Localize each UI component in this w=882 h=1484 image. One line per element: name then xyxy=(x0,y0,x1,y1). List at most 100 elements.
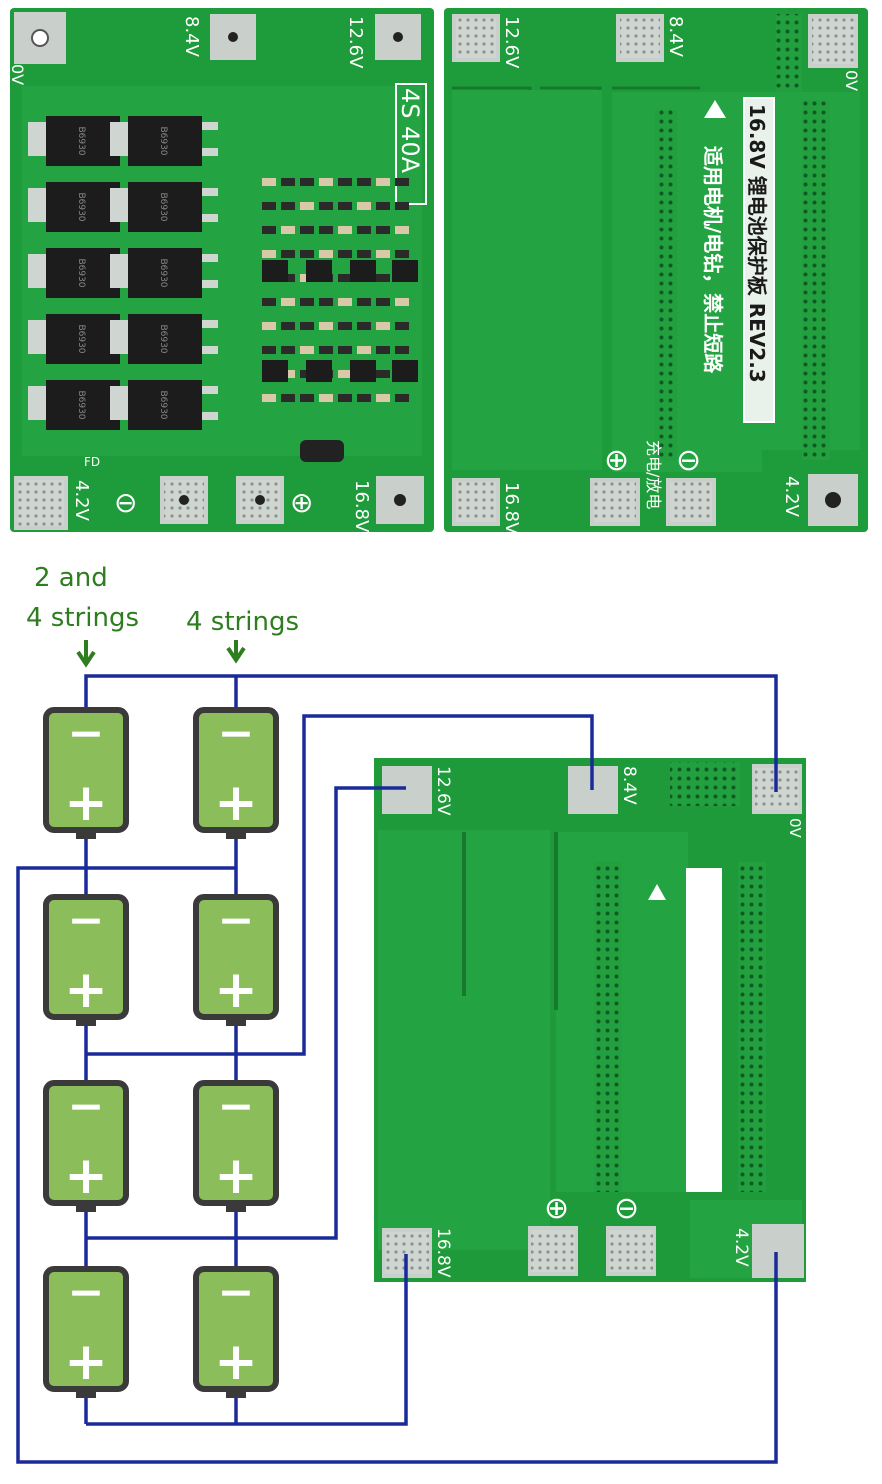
diagram-pad-12v6 xyxy=(382,766,432,814)
back-charge-label: 充电/放电 xyxy=(644,440,663,509)
smd-part xyxy=(281,346,295,354)
ic-chip xyxy=(350,360,376,382)
smd-part xyxy=(376,202,390,210)
smd-part xyxy=(376,370,390,378)
smd-part xyxy=(338,346,352,354)
smd-part xyxy=(319,298,333,306)
diagram-label-8v4: 8.4V xyxy=(619,766,639,805)
smd-part xyxy=(395,322,409,330)
front-minus-symbol: ⊖ xyxy=(114,486,137,519)
mosfet-marking: B6930 xyxy=(76,126,86,155)
smd-part xyxy=(281,226,295,234)
battery-minus-sign: − xyxy=(218,708,255,759)
smd-part xyxy=(300,250,314,258)
smd-part xyxy=(376,226,390,234)
battery-plus-sign: + xyxy=(64,1146,108,1206)
smd-part xyxy=(338,322,352,330)
mosfet-r1-c2: B6930 xyxy=(110,116,218,166)
board-back-photo: 12.6V 8.4V 0V 16.8V 4.2V ⊕ ⊖ 充电/放电 16.8V… xyxy=(444,8,868,535)
back-label-12v6: 12.6V xyxy=(501,16,522,69)
wires xyxy=(16,674,778,1464)
label-col1-line1: 2 and xyxy=(34,563,108,593)
smd-part xyxy=(262,322,276,330)
battery-plus-sign: + xyxy=(214,960,258,1020)
mosfet-marking: B6930 xyxy=(76,390,86,419)
smd-part xyxy=(281,250,295,258)
smd-part xyxy=(338,298,352,306)
front-diode-mark: FD xyxy=(84,455,100,469)
smd-part xyxy=(262,250,276,258)
smd-part xyxy=(319,394,333,402)
smd-part xyxy=(319,178,333,186)
diagram-label-0v: 0V xyxy=(786,818,804,839)
diagram-label-4v2: 4.2V xyxy=(731,1228,751,1267)
back-label-16v8: 16.8V xyxy=(501,482,522,535)
smd-part xyxy=(319,322,333,330)
mosfet-marking: B6930 xyxy=(76,192,86,221)
battery-plus-sign: + xyxy=(214,1146,258,1206)
battery-minus-sign: − xyxy=(218,1267,255,1318)
smd-part xyxy=(281,298,295,306)
smd-part xyxy=(357,202,371,210)
ic-chip xyxy=(350,260,376,282)
board-front-photo: 8.4V 12.6V 0V 4.2V 16.8V ⊖ ⊕ 4S 40A B693… xyxy=(8,8,434,533)
ic-chip xyxy=(306,260,332,282)
battery-plus-sign: + xyxy=(64,960,108,1020)
smd-part xyxy=(376,298,390,306)
back-label-8v4: 8.4V xyxy=(665,16,686,58)
battery-r3-c2: −+ xyxy=(196,1081,276,1212)
front-plus-symbol: ⊕ xyxy=(290,486,313,519)
smd-part xyxy=(262,202,276,210)
smd-part xyxy=(319,250,333,258)
battery-minus-sign: − xyxy=(218,895,255,946)
battery-r2-c2: −+ xyxy=(196,895,276,1026)
mosfet-r3-c2: B6930 xyxy=(110,248,218,298)
diagram-label-16v8: 16.8V xyxy=(433,1228,453,1278)
smd-part xyxy=(319,202,333,210)
smd-part xyxy=(300,226,314,234)
wire-16v8 xyxy=(86,1254,408,1426)
mosfet-r3-c1: B6930 xyxy=(28,248,136,298)
arrow-col2-icon xyxy=(226,640,246,664)
ic-chip xyxy=(262,260,288,282)
smd-part xyxy=(300,178,314,186)
back-notice-line2: 适用电机/电钻，禁止短路 xyxy=(701,146,725,374)
smd-part xyxy=(357,178,371,186)
battery-r1-c1: −+ xyxy=(46,708,126,839)
battery-r4-c2: −+ xyxy=(196,1267,276,1398)
wire-0v xyxy=(84,674,778,792)
ic-chip xyxy=(262,360,288,382)
smd-part xyxy=(338,178,352,186)
smd-part xyxy=(281,394,295,402)
smd-part xyxy=(376,322,390,330)
wire-4v2 xyxy=(16,866,778,1464)
ic-chip xyxy=(392,260,418,282)
battery-plus-sign: + xyxy=(64,773,108,833)
smd-part xyxy=(300,202,314,210)
mosfet-marking: B6930 xyxy=(76,324,86,353)
smd-part xyxy=(300,322,314,330)
smd-components xyxy=(262,178,418,402)
battery-plus-sign: + xyxy=(214,773,258,833)
battery-minus-sign: − xyxy=(68,1267,105,1318)
smd-part xyxy=(357,226,371,234)
smd-part xyxy=(357,298,371,306)
smd-part xyxy=(262,178,276,186)
mosfet-marking: B6930 xyxy=(158,324,168,353)
smd-part xyxy=(395,202,409,210)
diagram-plus-symbol: ⊕ xyxy=(544,1191,569,1226)
mosfet-marking: B6930 xyxy=(158,192,168,221)
smd-part xyxy=(281,322,295,330)
smd-part xyxy=(338,370,352,378)
smd-part xyxy=(262,298,276,306)
front-label-12v6: 12.6V xyxy=(345,16,366,69)
back-label-0v: 0V xyxy=(842,70,861,91)
smd-part xyxy=(395,394,409,402)
diagram-label-12v6: 12.6V xyxy=(433,766,453,816)
mosfet-marking: B6930 xyxy=(158,126,168,155)
smd-part xyxy=(357,250,371,258)
front-label-4v2: 4.2V xyxy=(71,480,92,522)
diagram-warning-icon xyxy=(648,884,666,900)
smd-part xyxy=(300,346,314,354)
